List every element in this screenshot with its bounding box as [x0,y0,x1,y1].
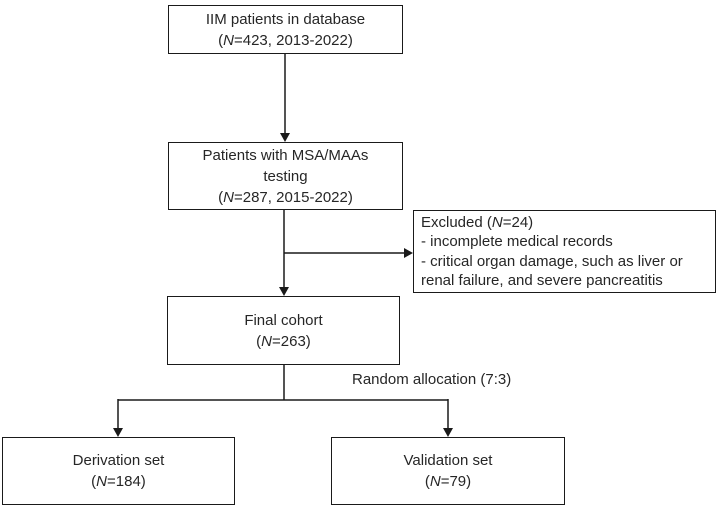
excluded-prefix: Excluded ( [421,213,492,231]
box-derivation-count: (N=184) [91,471,146,492]
box-msa-testing: Patients with MSA/MAAs testing (N=287, 2… [168,142,403,210]
arrowhead-down-testing [280,133,290,142]
box-final-cohort-title: Final cohort [244,311,323,329]
arrowhead-down-validation [443,428,453,437]
box-final-cohort-count: (N=263) [256,331,311,352]
box-excluded-title: Excluded (N=24) [421,213,533,233]
n-symbol: N [96,473,108,490]
box-validation-title: Validation set [403,452,493,469]
box-derivation-title: Derivation set [72,452,165,469]
n-symbol: N [223,31,234,49]
n-symbol: N [261,332,273,350]
box-msa-testing-title-line1: Patients with MSA/MAAs [202,146,369,164]
box-iim-database-count: (N=423, 2013-2022) [218,30,353,51]
paren-open: ( [218,188,224,206]
box-iim-database-title: IIM patients in database [205,10,366,28]
box-msa-testing-count: (N=287, 2015-2022) [218,187,353,208]
box-iim-database: IIM patients in database (N=423, 2013-20… [168,5,403,54]
box-validation-count: (N=79) [425,471,471,492]
arrowhead-down-derivation [113,428,123,437]
paren-open: ( [424,473,430,490]
box-derivation-set: Derivation set (N=184) [2,437,235,505]
box-validation-set: Validation set (N=79) [331,437,565,505]
paren-open: ( [91,473,97,490]
n-symbol: N [491,213,503,231]
excluded-suffix: =24) [502,213,534,231]
count-rest: =263) [272,332,311,350]
arrowhead-down-final [279,287,289,296]
box-excluded-bullet2-line1: - critical organ damage, such as liver o… [421,252,683,270]
count-rest: =287, 2015-2022) [233,188,353,206]
count-rest: =184) [107,473,146,490]
n-symbol: N [223,188,234,206]
count-rest: =79) [440,473,472,490]
paren-open: ( [256,332,262,350]
paren-open: ( [218,31,224,49]
count-rest: =423, 2013-2022) [233,31,353,49]
box-excluded: Excluded (N=24) - incomplete medical rec… [413,210,716,293]
n-symbol: N [429,473,441,490]
random-allocation-label: Random allocation (7:3) [352,371,512,388]
arrowhead-right-excluded [404,248,413,258]
box-final-cohort: Final cohort (N=263) [167,296,400,365]
box-excluded-bullet2-line2: renal failure, and severe pancreatitis [421,272,663,289]
box-msa-testing-title-line2: testing [263,167,308,185]
box-excluded-bullet1: - incomplete medical records [421,233,613,250]
